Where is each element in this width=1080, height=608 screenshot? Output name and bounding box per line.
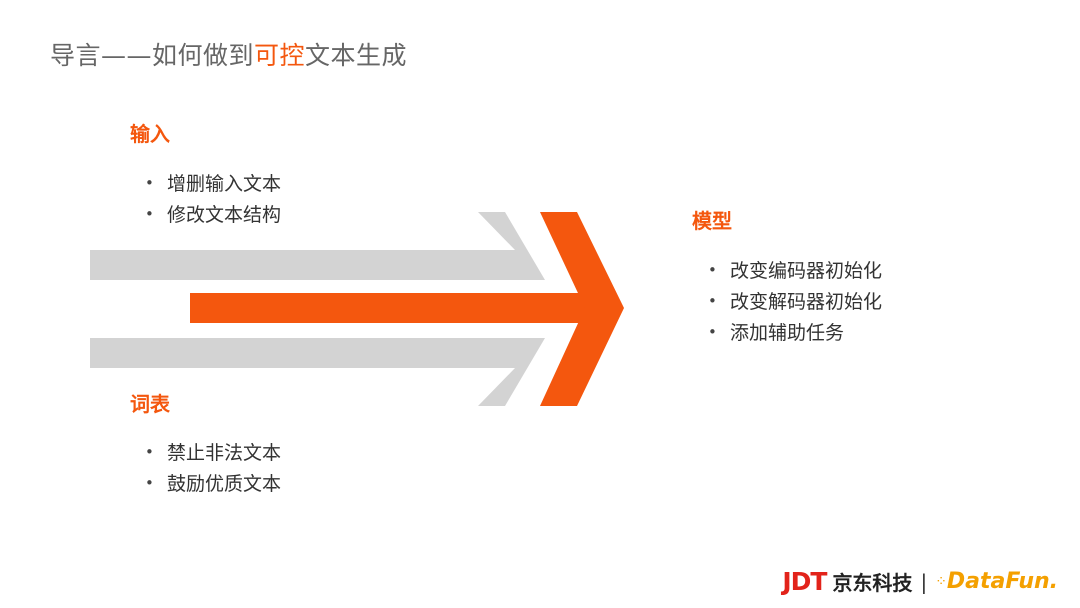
datafun-dots-icon: ⁘ [935,573,947,590]
jdt-logo-cn: 京东科技 [832,571,913,595]
list-item: 鼓励优质文本 [145,468,281,499]
datafun-logo: DataFun. [946,569,1058,594]
page-title: 导言——如何做到可控文本生成 [50,36,407,72]
footer-logo: JDT 京东科技 | ⁘ DataFun. [782,567,1058,596]
title-prefix: 导言——如何做到 [50,41,255,70]
vocab-list: 禁止非法文本 鼓励优质文本 [145,437,281,499]
input-list: 增删输入文本 修改文本结构 [145,168,281,230]
title-highlight: 可控 [254,41,306,70]
orange-arrow-bar [190,293,590,323]
list-item: 修改文本结构 [145,199,281,230]
gray-arrow-top [90,212,545,280]
model-heading: 模型 [692,209,732,233]
gray-arrow-bottom [90,338,545,406]
list-item: 禁止非法文本 [145,437,281,468]
list-item: 改变编码器初始化 [708,255,882,286]
vocab-heading: 词表 [130,392,170,416]
input-heading: 输入 [130,122,170,146]
list-item: 改变解码器初始化 [708,286,882,317]
orange-chevron [540,212,624,406]
list-item: 增删输入文本 [145,168,281,199]
jdt-logo: JDT [782,567,827,596]
title-suffix: 文本生成 [305,41,408,70]
model-list: 改变编码器初始化 改变解码器初始化 添加辅助任务 [708,255,882,348]
list-item: 添加辅助任务 [708,317,882,348]
logo-separator: | [920,569,928,594]
